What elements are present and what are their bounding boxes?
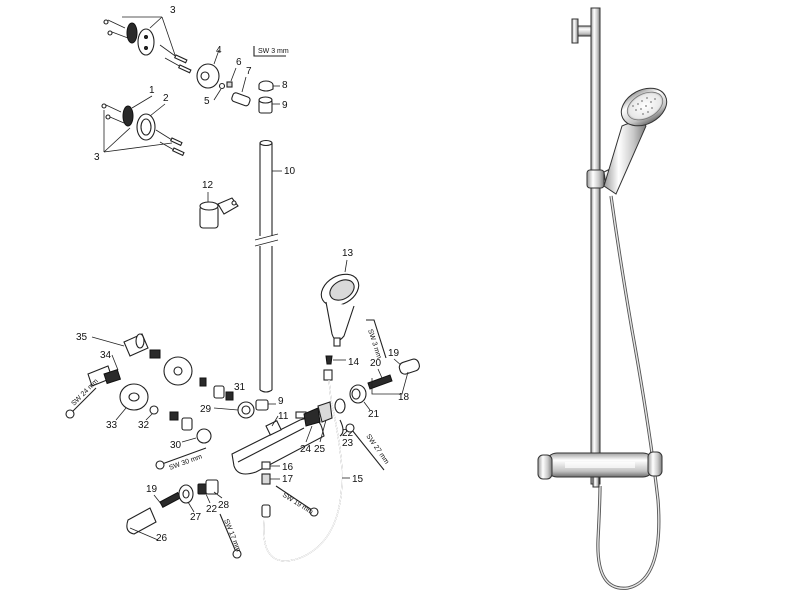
label-5: 5	[204, 96, 210, 107]
wrench-19mm: SW 19 mm	[275, 485, 319, 517]
upper-wall-bracket: 3	[103, 5, 192, 74]
label-22-right: 22	[342, 428, 354, 439]
wrench-label-sw17: SW 17 mm	[222, 518, 242, 553]
product-render	[537, 7, 668, 590]
shower-hose-15: 15	[263, 379, 364, 562]
label-29: 29	[200, 404, 212, 415]
shower-rail-10: 10	[254, 139, 296, 393]
wrench-24mm: SW 24 mm	[65, 378, 100, 419]
wrench-label-sw3: SW 3 mm	[258, 48, 289, 55]
label-20: 20	[370, 358, 382, 369]
label-3-lower: 3	[94, 152, 100, 163]
allen-key-3mm-top: SW 3 mm	[253, 46, 289, 57]
label-28: 28	[218, 500, 230, 511]
left-valve-assembly: 19 26 27 22 28	[126, 479, 230, 544]
right-valve-assembly: 19 20 18 21	[349, 348, 420, 420]
label-4: 4	[216, 45, 222, 56]
thermostat-mixer	[537, 451, 663, 488]
label-9-lower: 9	[278, 396, 284, 407]
label-17: 17	[282, 474, 294, 485]
label-18: 18	[398, 392, 410, 403]
label-16: 16	[282, 462, 294, 473]
parts-16-17: 16 17	[261, 461, 294, 518]
shower-rail	[590, 7, 601, 485]
part-7-8-9: 7 8 9	[231, 66, 288, 114]
label-21: 21	[368, 409, 380, 420]
label-15: 15	[352, 474, 364, 485]
label-31: 31	[234, 382, 246, 393]
label-25: 25	[314, 444, 326, 455]
exploded-diagram: 3 4 5 6 SW 3 mm 7 8	[65, 5, 420, 562]
label-13: 13	[342, 248, 354, 259]
shower-hose	[596, 195, 661, 590]
wall-mount-4: 4 5 6	[196, 45, 242, 107]
wrench-label-sw30: SW 30 mm	[168, 453, 203, 471]
label-2: 2	[163, 93, 169, 104]
rail-top-bracket	[571, 18, 593, 44]
label-26: 26	[156, 533, 168, 544]
wrench-label-sw19: SW 19 mm	[281, 492, 314, 516]
label-23: 23	[342, 438, 354, 449]
label-12: 12	[202, 180, 214, 191]
label-11: 11	[278, 411, 289, 422]
label-35: 35	[76, 332, 88, 343]
label-3: 3	[170, 5, 176, 16]
label-6: 6	[236, 57, 242, 68]
label-33: 33	[106, 420, 118, 431]
label-19-right: 19	[388, 348, 400, 359]
label-9-top: 9	[282, 100, 288, 111]
label-27: 27	[190, 512, 202, 523]
label-8: 8	[282, 80, 288, 91]
lower-wall-bracket: 1 2 3	[94, 85, 185, 163]
wrench-30mm: SW 30 mm	[155, 447, 207, 472]
allen-key-3mm-mid: SW 3 mm	[366, 319, 387, 360]
label-32: 32	[138, 420, 150, 431]
hand-shower	[603, 87, 668, 195]
wrench-label-sw24: SW 24 mm	[70, 378, 100, 408]
wall-connection-assembly: 35 34 33 32 31 29	[76, 332, 255, 451]
label-1: 1	[149, 85, 155, 96]
label-22-left: 22	[206, 504, 218, 515]
hand-shower-13: 13	[320, 248, 360, 347]
thermostat-body: 11 24 25 22 23 9	[231, 396, 354, 475]
label-19-left: 19	[146, 484, 158, 495]
label-10: 10	[284, 166, 296, 177]
hand-shower-holder-12: 12	[199, 180, 239, 229]
part-14: 14	[323, 355, 360, 381]
label-7: 7	[246, 66, 252, 77]
label-30: 30	[170, 440, 182, 451]
label-24: 24	[300, 444, 312, 455]
label-34: 34	[100, 350, 112, 361]
label-14: 14	[348, 357, 360, 368]
wrench-17mm: SW 17 mm	[219, 513, 242, 559]
